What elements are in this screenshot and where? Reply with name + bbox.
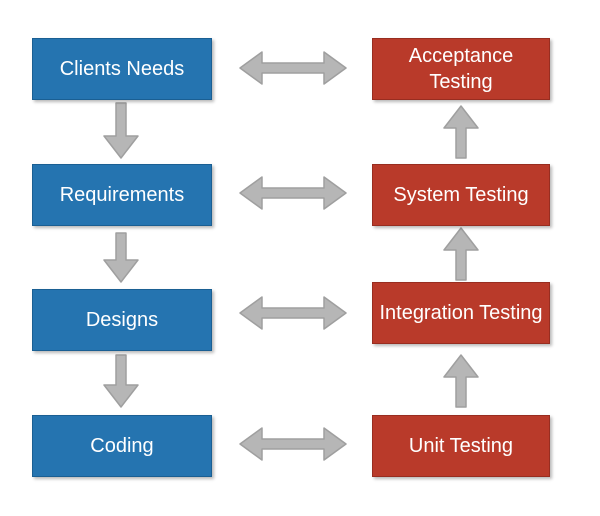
box-designs: Designs <box>32 289 212 351</box>
box-clients-needs-label: Clients Needs <box>59 58 185 80</box>
arrow-down-needs-to-requirements <box>103 102 139 159</box>
box-requirements-label: Requirements <box>59 184 185 206</box>
box-integration-testing-label: Integration Testing <box>379 302 543 324</box>
arrow-up-system-to-acceptance <box>443 105 479 159</box>
box-system-testing: System Testing <box>372 164 550 226</box>
box-clients-needs: Clients Needs <box>32 38 212 100</box>
double-arrow-row-1 <box>239 51 347 85</box>
box-unit-testing-label: Unit Testing <box>408 435 514 457</box>
arrow-up-integration-to-system <box>443 227 479 281</box>
box-system-testing-label: System Testing <box>393 184 529 206</box>
box-integration-testing: Integration Testing <box>372 282 550 344</box>
box-designs-label: Designs <box>85 309 159 331</box>
arrow-down-requirements-to-designs <box>103 232 139 283</box>
arrow-up-unit-to-integration <box>443 354 479 408</box>
double-arrow-row-2 <box>239 176 347 210</box>
box-requirements: Requirements <box>32 164 212 226</box>
double-arrow-row-4 <box>239 427 347 461</box>
box-unit-testing: Unit Testing <box>372 415 550 477</box>
double-arrow-row-3 <box>239 296 347 330</box>
box-acceptance-testing-label: Acceptance Testing <box>408 45 514 93</box>
arrow-down-designs-to-coding <box>103 354 139 408</box>
box-acceptance-testing: Acceptance Testing <box>372 38 550 100</box>
box-coding-label: Coding <box>90 435 154 457</box>
box-coding: Coding <box>32 415 212 477</box>
